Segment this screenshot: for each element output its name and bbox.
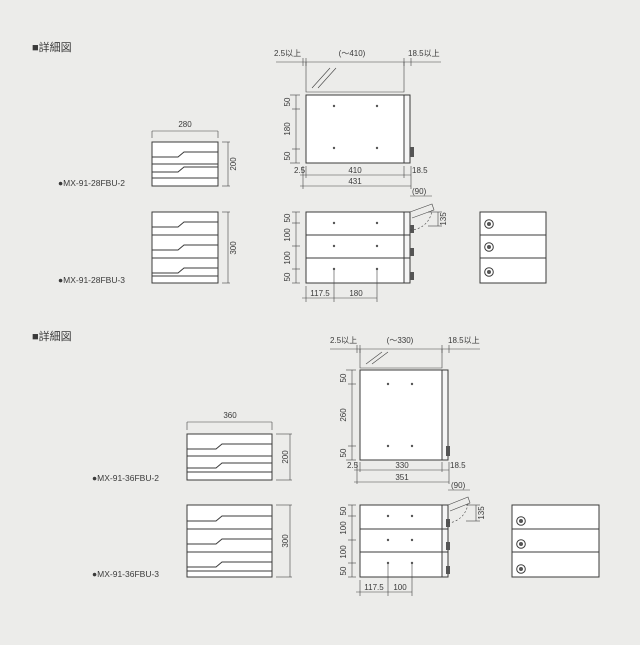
dim-h1: 117.5 [310, 289, 330, 298]
front-view-3-unit: 300 ●MX-91-36FBU-3 [92, 504, 292, 579]
dim-v-mid: 180 [283, 122, 292, 136]
dim-v4: 50 [339, 566, 348, 575]
dim-b-a: 2.5 [347, 461, 359, 470]
model-name-2: ●MX-91-28FBU-2 [58, 178, 125, 188]
front-height-2-label: 200 [281, 450, 290, 464]
dim-h1: 117.5 [364, 583, 384, 592]
front-width-label: 280 [178, 120, 192, 129]
dim-v3: 100 [339, 545, 348, 559]
dim-v4: 50 [283, 272, 292, 281]
section-heading: ■詳細図 [32, 329, 72, 343]
lock-icon [516, 539, 526, 549]
dim-v-mid: 260 [339, 408, 348, 422]
dim-top-mid: (〜330) [387, 336, 414, 345]
front-view-3-unit: 300 ●MX-91-28FBU-3 [58, 211, 238, 285]
dim-top-right: 18.5以上 [448, 336, 480, 345]
model-name-3: ●MX-91-36FBU-3 [92, 569, 159, 579]
side-view-3-unit: (90) 135 50 100 100 50 117.5 180 [283, 187, 448, 302]
model-name-2: ●MX-91-36FBU-2 [92, 473, 159, 483]
front-height-3-label: 300 [229, 241, 238, 255]
section-2: ■詳細図 360 200 ●MX-91-36FBU-2 [32, 329, 600, 596]
rear-view-3-unit [479, 211, 547, 284]
side-view-2-unit: 2.5以上 (〜410) 18.5以上 50 180 50 [274, 49, 441, 189]
side-view-3-unit: (90) 135 50 100 100 50 117.5 100 [339, 481, 486, 596]
dim-top-left: 2.5以上 [274, 49, 301, 58]
dim-top-left: 2.5以上 [330, 336, 357, 345]
mailbox-side [359, 369, 443, 461]
dim-b-b: 330 [395, 461, 409, 470]
dim-v-bot: 50 [339, 448, 348, 457]
dim-v2: 100 [339, 521, 348, 535]
front-width-label: 360 [223, 411, 237, 420]
lock-icon [484, 242, 494, 252]
dim-top-right: 18.5以上 [408, 49, 440, 58]
dim-v1: 50 [339, 506, 348, 515]
dim-b-b: 410 [348, 166, 362, 175]
section-1: ■詳細図 280 200 ●MX-91-28FBU-2 [32, 40, 547, 302]
dim-door: 135 [439, 212, 448, 226]
mailbox-side [305, 211, 405, 284]
dim-v2: 100 [283, 228, 292, 242]
dim-angle: (90) [412, 187, 427, 196]
dim-v1: 50 [283, 213, 292, 222]
mailbox-side [305, 94, 405, 164]
dim-b-c: 18.5 [412, 166, 428, 175]
front-view-2-unit: 360 200 ●MX-91-36FBU-2 [92, 411, 292, 483]
mailbox-rear [511, 504, 600, 578]
section-heading: ■詳細図 [32, 40, 72, 54]
mailbox-front [186, 433, 273, 481]
dim-top-mid: (〜410) [339, 49, 366, 58]
side-view-2-unit: 2.5以上 (〜330) 18.5以上 50 260 50 [330, 336, 480, 484]
lock-icon [516, 516, 526, 526]
lock-icon [484, 219, 494, 229]
lock-icon [484, 267, 494, 277]
dim-v-top: 50 [283, 97, 292, 106]
dim-b-total: 431 [348, 177, 362, 186]
mailbox-front [186, 504, 273, 578]
mailbox-front [151, 211, 219, 284]
dim-b-total: 351 [395, 473, 409, 482]
front-height-3-label: 300 [281, 534, 290, 548]
dim-door: 135 [477, 506, 486, 520]
dim-h2: 100 [393, 583, 407, 592]
lock-icon [516, 564, 526, 574]
dim-v-top: 50 [339, 373, 348, 382]
dim-h2: 180 [349, 289, 363, 298]
front-view-2-unit: 280 200 ●MX-91-28FBU-2 [58, 120, 238, 188]
dim-v-bot: 50 [283, 151, 292, 160]
dim-angle: (90) [451, 481, 466, 490]
front-height-2-label: 200 [229, 157, 238, 171]
dim-b-a: 2.5 [294, 166, 306, 175]
dim-b-c: 18.5 [450, 461, 466, 470]
dim-v3: 100 [283, 251, 292, 265]
rear-view-3-unit [511, 504, 600, 578]
model-name-3: ●MX-91-28FBU-3 [58, 275, 125, 285]
mailbox-side [359, 504, 443, 578]
